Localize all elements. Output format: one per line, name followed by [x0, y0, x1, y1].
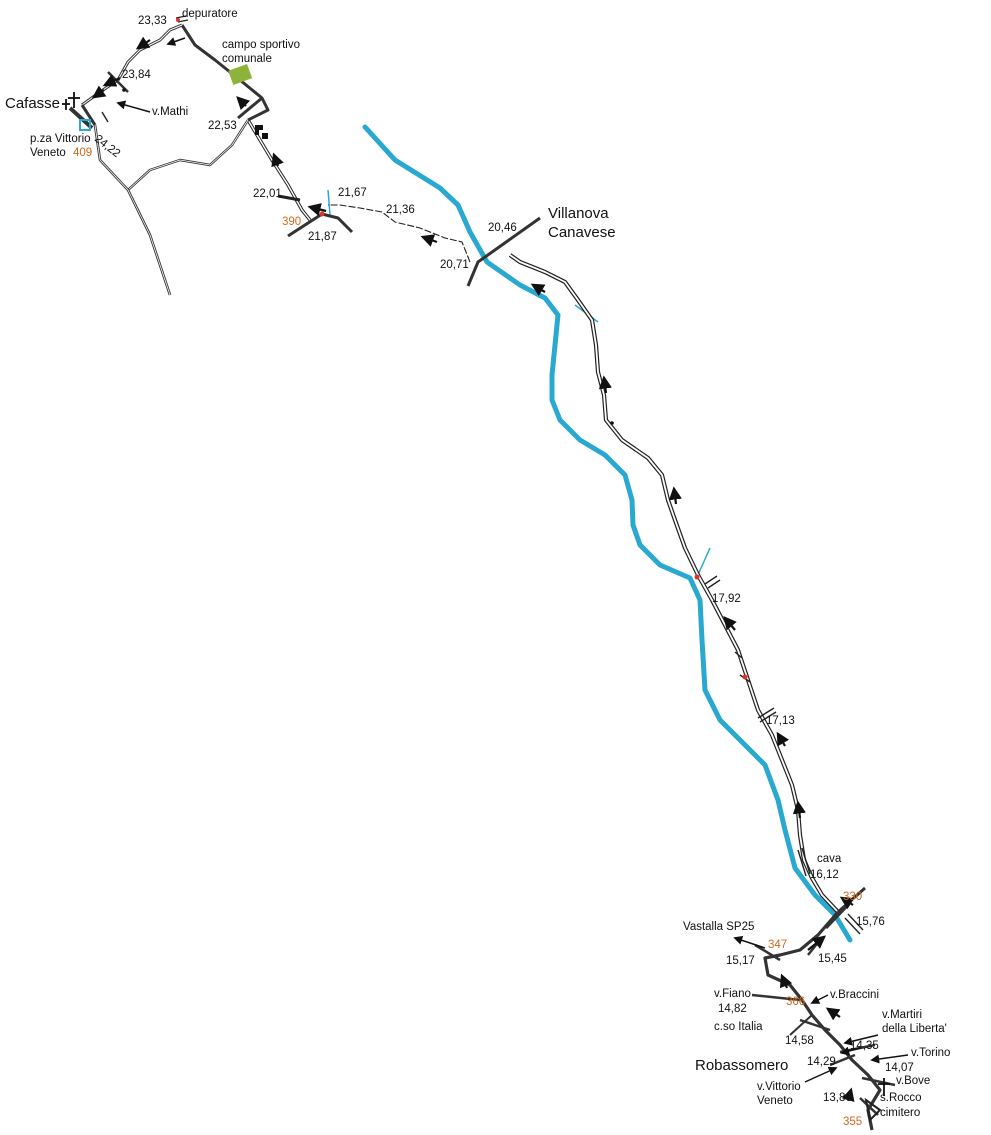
km-marker: 14,35 [850, 1040, 879, 1052]
label-v-martiri-2: della Liberta' [882, 1023, 947, 1035]
crossing-ticks [101, 15, 864, 935]
cimitero-box [864, 1097, 882, 1123]
town-cafasse: Cafasse [5, 95, 60, 112]
label-vastalla: Vastalla SP25 [683, 921, 754, 933]
km-marker: 22,53 [208, 120, 237, 132]
label-v-bove: v.Bove [896, 1075, 930, 1087]
river-branch [696, 547, 711, 578]
piazza-square [79, 119, 91, 131]
altitude: 409 [73, 147, 92, 159]
km-marker: 23,33 [138, 15, 167, 27]
dot [122, 88, 126, 92]
km-marker: 24,22 [92, 133, 122, 160]
building-icon [255, 125, 268, 139]
km-marker: 21,36 [386, 204, 415, 216]
label-cava: cava [817, 853, 842, 865]
town-robassomero: Robassomero [695, 1057, 788, 1074]
km-marker: 15,45 [818, 953, 847, 965]
altitude: 366 [786, 996, 805, 1008]
km-marker: 20,46 [488, 222, 517, 234]
label-cimitero: cimitero [880, 1107, 920, 1119]
label-campo-1: campo sportivo [222, 39, 300, 51]
altitude: 355 [843, 1116, 862, 1128]
crossing-marks [176, 18, 748, 680]
church-cross-icon [62, 92, 80, 110]
label-v-vittorio-1: v.Vittorio [757, 1081, 801, 1093]
river-branch [327, 189, 331, 216]
altitude: 330 [843, 891, 862, 903]
town-villanova-line1: Villanova [548, 205, 609, 222]
km-marker: 20,71 [440, 259, 469, 271]
label-c-so-italia: c.so Italia [714, 1021, 763, 1033]
km-marker: 13,86 [823, 1092, 852, 1104]
label-pza-vittorio-1: p.za Vittorio [30, 133, 91, 145]
villanova-road [466, 216, 541, 287]
cycle-track [508, 253, 840, 914]
sports-field [228, 64, 253, 85]
label-s-rocco: s.Rocco [880, 1092, 922, 1104]
km-marker: 14,29 [807, 1056, 836, 1068]
label-pza-vittorio-2: Veneto [30, 147, 66, 159]
thin-track [328, 204, 471, 263]
dot [610, 421, 614, 425]
km-marker: 16,12 [810, 869, 839, 881]
street-pointer-arrows [116, 37, 909, 1083]
km-marker: 15,17 [726, 955, 755, 967]
km-marker: 22,01 [253, 188, 282, 200]
cemetery-cross-icon [878, 1078, 890, 1096]
label-depuratore: depuratore [182, 8, 238, 20]
label-v-vittorio-2: Veneto [757, 1095, 793, 1107]
river [362, 124, 853, 943]
label-campo-2: comunale [222, 53, 272, 65]
direction-arrow-icon [91, 36, 855, 1102]
km-marker: 21,87 [308, 231, 337, 243]
km-marker: 14,07 [885, 1062, 914, 1074]
label-v-torino: v.Torino [911, 1047, 950, 1059]
altitude: 390 [282, 216, 301, 228]
road-double [246, 119, 312, 222]
km-marker: 15,76 [856, 916, 885, 928]
km-marker: 23,84 [122, 69, 151, 81]
altitude: 347 [768, 939, 787, 951]
label-v-fiano: v.Fiano [714, 988, 751, 1000]
label-v-mathi: v.Mathi [152, 106, 188, 118]
km-marker: 14,82 [718, 1003, 747, 1015]
cafasse-roads [68, 23, 270, 296]
road-segment [287, 212, 354, 238]
km-marker: 21,67 [338, 187, 367, 199]
km-marker: 17,92 [712, 593, 741, 605]
label-v-martiri-1: v.Martiri [882, 1009, 922, 1021]
label-v-braccini: v.Braccini [830, 989, 879, 1001]
town-villanova-line2: Canavese [548, 224, 616, 241]
km-marker: 17,13 [766, 715, 795, 727]
km-marker: 14,58 [785, 1035, 814, 1047]
